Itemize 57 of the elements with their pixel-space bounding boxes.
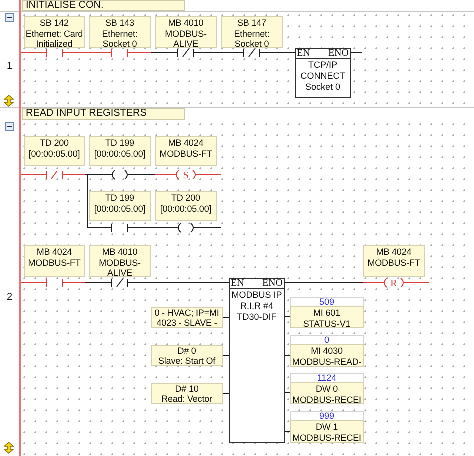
- operand-label: MI 601 STATUS-V1: [290, 306, 364, 328]
- wire: [216, 52, 222, 54]
- operand-label: D# 10 Read: Vector: [151, 383, 223, 404]
- wire: [216, 174, 222, 176]
- function-block: [229, 278, 285, 443]
- wire: [150, 174, 156, 176]
- rung-comment: READ INPUT REGISTERS: [22, 108, 185, 120]
- operand-label: MB 4010 MODBUS-ALIVE: [89, 245, 151, 277]
- wire: [284, 316, 290, 318]
- port-label: EN: [231, 279, 244, 288]
- block-title: MODBUS IP R.I.R #4 TD30-DIF: [230, 289, 284, 323]
- operand-label: MB 4024 MODBUS-FT: [24, 245, 85, 277]
- operand-label: TD 200 [00:00:05.00]: [24, 136, 85, 166]
- live-value: 0: [290, 335, 364, 345]
- live-value: 999: [290, 411, 364, 421]
- operand-label: D# 0 Slave: Start Of: [151, 345, 223, 366]
- wire: [284, 431, 290, 432]
- operand-label: DW 1 MODBUS-RECEI: [290, 420, 364, 443]
- operand-label: 0 - HVAC; IP=MI 4023 - SLAVE -: [151, 307, 223, 328]
- port-label: EN: [297, 49, 310, 58]
- wire: [284, 355, 290, 356]
- operand-label: MB 4024 MODBUS-FT: [363, 245, 425, 277]
- port-label: ENO: [328, 49, 349, 58]
- rung-comment: INITIALISE CON.: [22, 0, 185, 11]
- rung-number: 2: [7, 293, 13, 303]
- function-block: [295, 48, 351, 98]
- wire: [84, 52, 90, 54]
- operand-label: DW 0 MODBUS-RECEI: [290, 382, 364, 404]
- operand-label: MB 4010 MODBUS-ALIVE: [155, 16, 217, 48]
- wire: [282, 52, 296, 54]
- wire: [84, 174, 90, 228]
- wire: [20, 52, 24, 54]
- wire: [20, 282, 24, 284]
- block-title: TCP/IP CONNECT Socket 0: [300, 59, 346, 93]
- wire: [150, 282, 230, 284]
- operand-label: TD 199 [00:00:05.00]: [89, 136, 151, 166]
- live-value: 1124: [290, 373, 364, 383]
- operand-label: SB 143 Ethernet: Socket 0: [89, 16, 151, 48]
- operand-label: TD 199 [00:00:05.00]: [89, 191, 151, 221]
- wire: [150, 52, 156, 54]
- operand-label: SB 142 Ethernet: Card Initialized: [24, 16, 85, 48]
- operand-label: TD 200 [00:00:05.00]: [155, 191, 217, 221]
- operand-label: SB 147 Ethernet: Socket 0: [221, 16, 283, 48]
- operand-label: MB 4024 MODBUS-FT: [155, 136, 217, 166]
- wire: [222, 317, 230, 318]
- wire: [284, 392, 290, 394]
- rung-number: 1: [7, 62, 13, 72]
- port-label: ENO: [262, 279, 283, 288]
- wire: [84, 282, 90, 284]
- wire: [222, 355, 230, 356]
- wire: [284, 282, 364, 284]
- live-value: 509: [290, 297, 364, 307]
- wire: [350, 52, 362, 54]
- wire: [424, 282, 430, 284]
- operand-label: MI 4030 MODBUS-READ-: [290, 344, 364, 367]
- wire: [222, 393, 230, 394]
- wire: [20, 174, 24, 176]
